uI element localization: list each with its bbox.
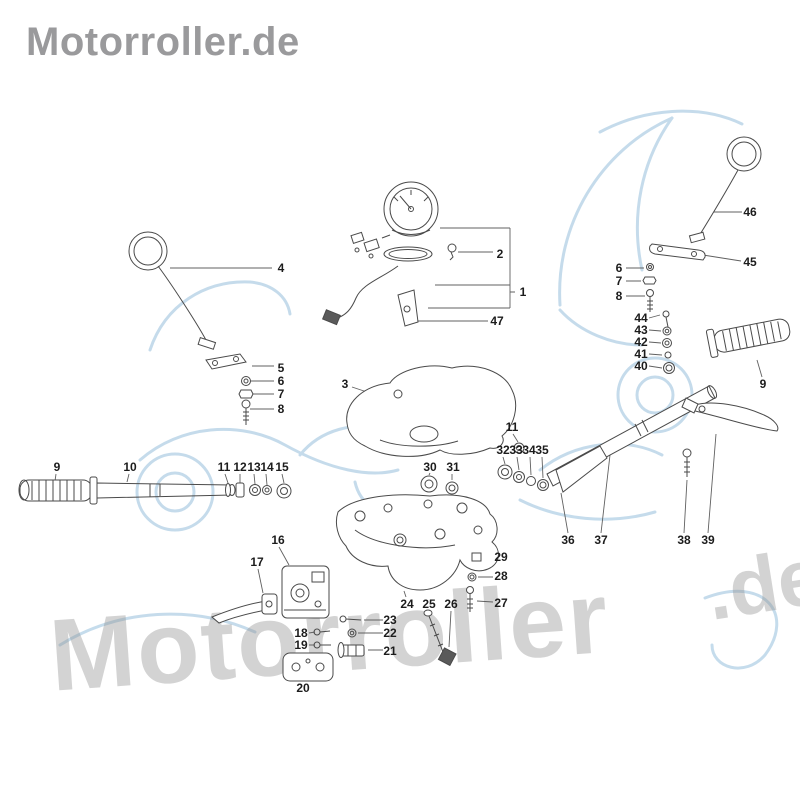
washers-30-31: [420, 475, 459, 495]
leader-lines: [54, 211, 763, 682]
cable-bracket: [397, 289, 419, 327]
speedometer-mount-brackets: [350, 231, 391, 259]
right-mirror: [688, 136, 762, 244]
center-bracket: [335, 494, 499, 612]
mirror-bracket-left: [205, 353, 254, 425]
gasket-ring: [383, 246, 433, 262]
switch-housing: [281, 565, 334, 682]
fasteners-25-26: [423, 609, 457, 667]
indicator-bulb: [447, 243, 457, 261]
right-handlebar-tube: [546, 385, 718, 493]
left-handlebar-tube: [96, 482, 292, 499]
right-brake-lever: [681, 397, 779, 477]
site-logo: Motorroller.de: [26, 20, 300, 64]
right-grip: [705, 318, 791, 358]
left-mirror: [128, 231, 217, 350]
spacer-stack: [662, 310, 675, 374]
speedometer-cable: [321, 265, 399, 326]
fasteners-21-23: [337, 615, 365, 658]
left-grip: [18, 476, 98, 505]
throttle-rings: [497, 442, 549, 491]
speedometer-gauge: [383, 181, 439, 237]
handlebar-cover: [346, 365, 517, 457]
mirror-bracket-right: [642, 243, 706, 312]
left-brake-lever: [211, 593, 278, 624]
